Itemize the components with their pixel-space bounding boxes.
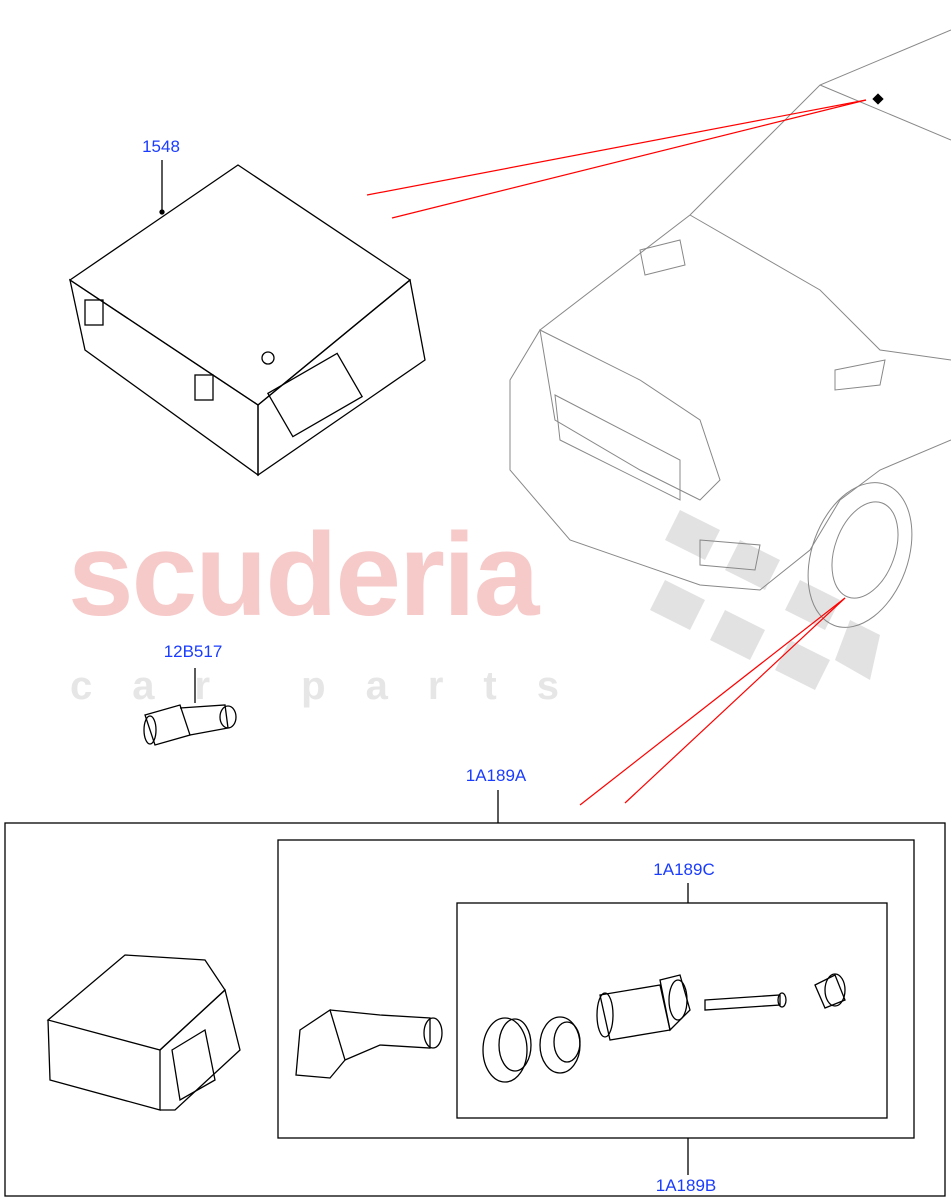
- checkered-flag-watermark: [650, 510, 880, 690]
- watermark-scuderia: scuderia: [68, 509, 539, 641]
- callout-1A189B[interactable]: 1A189B: [655, 1176, 717, 1195]
- kit-1A189A-box: [4, 822, 946, 1197]
- vehicle-outline: [509, 29, 951, 628]
- valve-stem[interactable]: [295, 1008, 443, 1079]
- sensor-location-marker: [872, 93, 884, 105]
- kit-1A189B-box: [277, 839, 915, 1139]
- callout-1A189A[interactable]: 1A189A: [465, 766, 527, 785]
- callout-1548[interactable]: 1548: [142, 137, 180, 156]
- valve-cap-part[interactable]: [143, 668, 237, 746]
- kit-1A189C-box: [456, 902, 888, 1119]
- watermark-car-parts: car parts: [70, 664, 599, 708]
- callout-12B517[interactable]: 12B517: [163, 642, 223, 661]
- leader-lines: [366, 99, 867, 806]
- valve-kit-components[interactable]: [482, 973, 846, 1083]
- tpms-sensor[interactable]: [46, 954, 241, 1111]
- tpms-control-module[interactable]: [68, 160, 426, 477]
- callout-1A189C[interactable]: 1A189C: [653, 860, 715, 879]
